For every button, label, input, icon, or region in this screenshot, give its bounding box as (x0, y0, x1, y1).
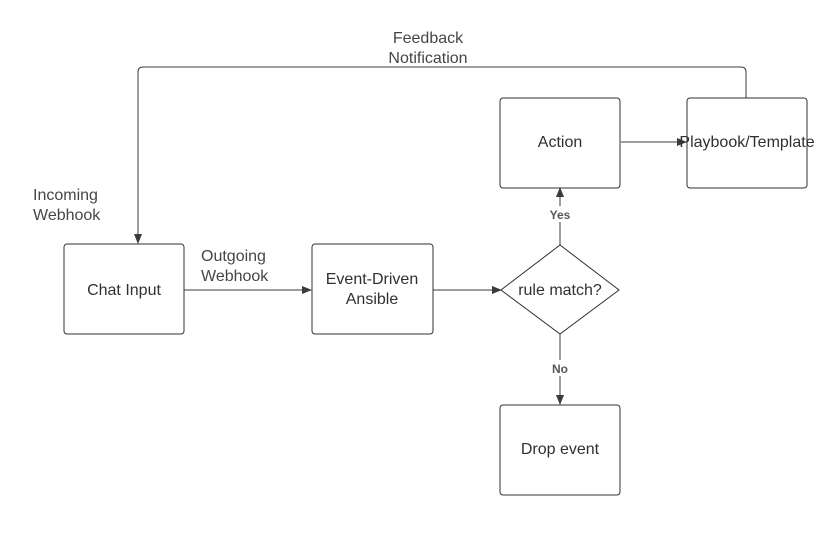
feedback-label-line2: Notification (388, 50, 467, 67)
outgoing-webhook-label-line2: Webhook (201, 268, 269, 285)
chat-input-node[interactable]: Chat Input (63, 243, 185, 335)
event-driven-ansible-node[interactable]: Event-Driven Ansible (311, 243, 434, 335)
incoming-webhook-label-line1: Incoming (33, 187, 98, 204)
eda-label-line1: Event-Driven (326, 271, 418, 288)
rule-match-label: rule match? (518, 282, 602, 299)
feedback-label-line1: Feedback (393, 30, 464, 47)
chat-input-label: Chat Input (87, 282, 161, 299)
outgoing-webhook-label-line1: Outgoing (201, 248, 266, 265)
incoming-webhook-label-line2: Webhook (33, 207, 101, 224)
rule-match-decision[interactable]: rule match? (500, 244, 620, 335)
playbook-template-node[interactable]: Playbook/Template (679, 97, 815, 189)
feedback-notification-edge (134, 66, 747, 244)
no-edge-label: No (552, 362, 568, 376)
action-node[interactable]: Action (499, 97, 621, 189)
yes-edge-label: Yes (550, 208, 571, 222)
drop-event-node[interactable]: Drop event (499, 404, 621, 496)
action-label: Action (538, 134, 582, 151)
drop-event-label: Drop event (521, 441, 600, 458)
eda-label-line2: Ansible (346, 291, 399, 308)
playbook-label: Playbook/Template (679, 134, 814, 151)
